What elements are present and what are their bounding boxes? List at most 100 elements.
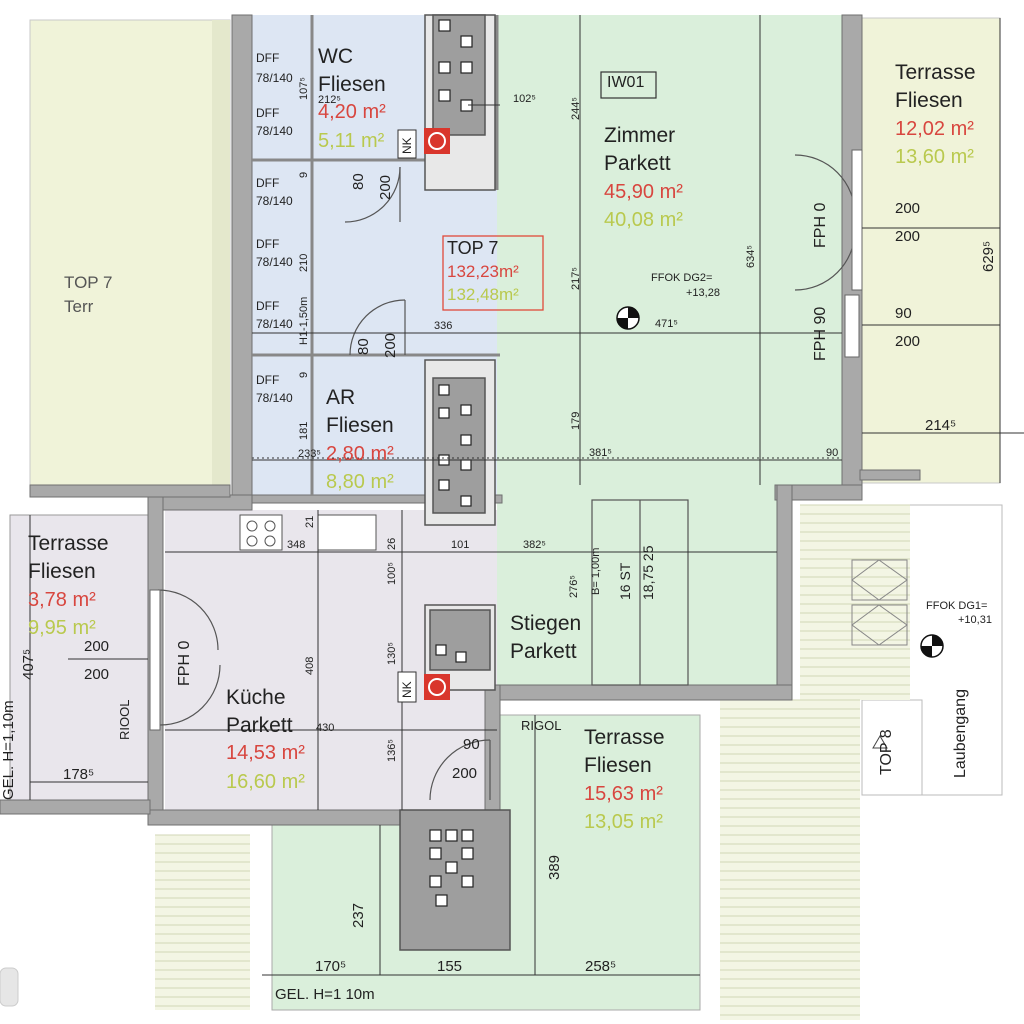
dff-size-1: 78/140 <box>256 71 293 85</box>
top8-label: TOP 8 <box>878 729 895 775</box>
wc-area-net: 4,20 m² <box>318 101 386 123</box>
dim-90a: 90 <box>826 447 839 459</box>
flue-square <box>460 459 472 471</box>
dim-9b: 9 <box>298 371 310 378</box>
terrasse-s-area-net: 15,63 m² <box>584 783 663 805</box>
dim-90-s: 90 <box>463 736 480 753</box>
top8-strip <box>861 699 923 796</box>
terrasse-s-area-gross: 13,05 m² <box>584 811 663 833</box>
dff-label-4: DFF <box>256 237 280 251</box>
dim-200-ne3: 200 <box>895 333 921 350</box>
flue-square <box>460 35 473 48</box>
zimmer-material: Parkett <box>604 152 671 175</box>
nk-marker-lower <box>424 674 450 700</box>
dim-181: 181 <box>298 421 310 440</box>
zimmer-name: Zimmer <box>604 124 676 147</box>
west-terrace-railing <box>212 20 230 485</box>
terrasse-w-area-net: 3,78 m² <box>28 589 96 611</box>
wc-area-gross: 5,11 m² <box>318 130 385 152</box>
dim-200-s: 200 <box>452 765 478 782</box>
flue-square <box>445 861 458 874</box>
level-marker-dg2 <box>616 306 640 330</box>
nk-label-box-lower <box>397 671 417 703</box>
terrasse-ne-name: Terrasse <box>895 61 976 84</box>
kueche-area-gross: 16,60 m² <box>226 771 305 793</box>
level-dg1-value: +10,31 <box>958 614 992 626</box>
terrasse-ne-material: Fliesen <box>895 89 963 112</box>
dim-80b: 80 <box>355 338 372 355</box>
dim-179: 179 <box>570 411 582 430</box>
dim-80a: 80 <box>350 173 367 190</box>
decking-hatch-lines <box>155 504 910 1016</box>
dim-244: 244⁵ <box>570 97 582 120</box>
dim-200a: 200 <box>377 174 394 200</box>
dim-214: 214⁵ <box>925 417 957 434</box>
top7-terr-line2: Terr <box>64 297 94 316</box>
rigol-label: RIGOL <box>521 718 562 733</box>
level-dg2-label: FFOK DG2= <box>651 272 713 284</box>
top7-terr-line1: TOP 7 <box>64 273 113 292</box>
terrace-top7-west-area <box>29 19 231 486</box>
dim-200-ne1: 200 <box>895 200 921 217</box>
dff-size-3: 78/140 <box>256 194 293 208</box>
flue-square <box>461 847 474 860</box>
dim-200-w1: 200 <box>84 638 110 655</box>
flue-square <box>461 875 474 888</box>
dim-200-ne2: 200 <box>895 228 921 245</box>
decking-south-left <box>155 835 250 1010</box>
dim-136: 136⁵ <box>386 739 398 762</box>
nk-label-box-upper <box>397 129 417 159</box>
flue-square <box>460 495 472 507</box>
flue-squares <box>429 19 474 907</box>
stairs-line3: B= 1,00m <box>590 547 602 595</box>
dim-200b: 200 <box>382 332 399 358</box>
dim-348: 348 <box>287 539 306 551</box>
dim-389: 389 <box>546 854 563 880</box>
top7-area-net: 132,23m² <box>447 262 519 281</box>
ar-area-net: 2,80 m² <box>326 443 394 465</box>
dim-258: 258⁵ <box>585 958 617 975</box>
nk-lower-label: NK <box>400 681 414 698</box>
dim-212: 212⁵ <box>318 94 341 106</box>
terrasse-w-area-gross: 9,95 m² <box>28 617 96 639</box>
flue-square <box>435 644 447 656</box>
flue-square <box>429 847 442 860</box>
stairs-line1: 16 ST <box>617 562 633 600</box>
top7-label: TOP 7 <box>447 238 499 258</box>
flue-square <box>438 19 451 32</box>
dff-label-2: DFF <box>256 106 280 120</box>
dimension-lines <box>29 15 1024 976</box>
ar-material: Fliesen <box>326 414 394 437</box>
flue-square <box>460 61 473 74</box>
flue-square <box>438 61 451 74</box>
laubengang-label: Laubengang <box>952 689 969 778</box>
terrasse-w-material: Fliesen <box>28 560 96 583</box>
kueche-material: Parkett <box>226 714 293 737</box>
flue-square <box>435 894 448 907</box>
dim-276: 276⁵ <box>568 575 580 598</box>
ar-area-gross: 8,80 m² <box>326 471 394 493</box>
fph0-east-label: FPH 0 <box>812 202 829 248</box>
dim-430: 430 <box>316 722 335 734</box>
level-dg1-label: FFOK DG1= <box>926 600 988 612</box>
terrace-w-area <box>9 514 151 801</box>
kueche-name: Küche <box>226 686 286 709</box>
zimmer-area-net: 45,90 m² <box>604 181 683 203</box>
dff-size-4: 78/140 <box>256 255 293 269</box>
skylights <box>851 559 908 646</box>
flue-square <box>429 875 442 888</box>
dim-9a: 9 <box>298 171 310 178</box>
wc-material: Fliesen <box>318 73 386 96</box>
dim-210: 210 <box>298 253 310 272</box>
terrasse-ne-area-gross: 13,60 m² <box>895 146 974 168</box>
room-stiegen-fill <box>497 485 777 685</box>
kueche-area-net: 14,53 m² <box>226 742 305 764</box>
level-marker-dg1 <box>920 634 944 658</box>
dff-size-5: 78/140 <box>256 317 293 331</box>
dim-634: 634⁵ <box>745 245 757 268</box>
level-dg2-value: +13,28 <box>686 287 720 299</box>
terrasse-ne-area-net: 12,02 m² <box>895 118 974 140</box>
flue-square <box>438 89 451 102</box>
fph90-east-label: FPH 90 <box>812 306 829 361</box>
